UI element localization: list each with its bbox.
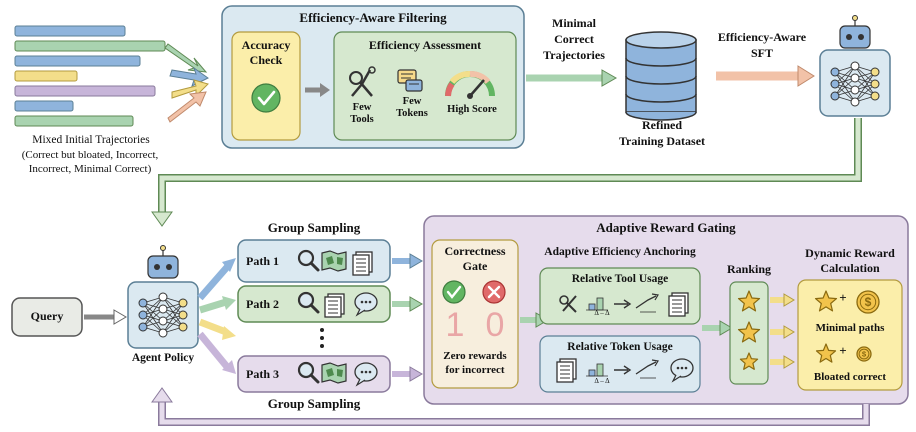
right-arrow-icon bbox=[614, 365, 632, 375]
map-icon bbox=[321, 362, 347, 384]
check-icon-2 bbox=[442, 280, 466, 304]
document-icon bbox=[556, 358, 577, 383]
cross-icon bbox=[482, 280, 506, 304]
right-arrow-icon bbox=[614, 299, 632, 309]
star-icon bbox=[814, 290, 838, 312]
path-2-box bbox=[237, 285, 391, 323]
correctness-line-1: Correctness bbox=[444, 244, 506, 258]
chat-icon bbox=[354, 292, 378, 317]
group-sampling-bottom: Group Sampling bbox=[267, 396, 361, 411]
relative-token-label: Relative Token Usage bbox=[567, 341, 673, 353]
ranking-label: Ranking bbox=[726, 262, 772, 276]
minimal-line-1: Minimal bbox=[552, 16, 596, 30]
trajectory-bars bbox=[14, 25, 166, 127]
star-icon bbox=[739, 352, 759, 370]
gauge-icon bbox=[445, 71, 495, 99]
svg-text:$: $ bbox=[862, 350, 867, 359]
relative-token-usage-box bbox=[539, 335, 701, 393]
coin-icon: $ bbox=[856, 290, 880, 314]
zero-rewards-1: Zero rewards bbox=[443, 350, 507, 362]
path-3-label: Path 3 bbox=[246, 367, 279, 381]
star-icon bbox=[815, 343, 837, 363]
few-tokens-2: Tokens bbox=[396, 108, 428, 119]
check-icon bbox=[251, 83, 281, 113]
bar-chart-icon bbox=[586, 363, 608, 377]
path-3-box bbox=[237, 355, 391, 393]
query-box bbox=[11, 297, 83, 337]
trend-icon bbox=[635, 293, 659, 313]
mixed-title: Mixed Initial Trajectories bbox=[32, 134, 150, 146]
dynamic-line-2: Calculation bbox=[820, 261, 880, 275]
filtering-title: Efficiency-Aware Filtering bbox=[299, 10, 447, 25]
agent-policy-label: Agent Policy bbox=[131, 352, 195, 364]
path-fan-arrows bbox=[197, 258, 236, 374]
refined-line-1: Refined bbox=[642, 118, 682, 132]
refined-line-2: Training Dataset bbox=[618, 134, 706, 148]
mixed-sub-1: (Correct but bloated, Incorrect, bbox=[21, 149, 159, 161]
query-label: Query bbox=[30, 309, 64, 323]
document-icon bbox=[352, 251, 373, 276]
star-icon bbox=[737, 290, 761, 312]
trend-icon bbox=[635, 359, 659, 379]
plus-1: + bbox=[839, 290, 847, 305]
minimal-line-3: Trajectories bbox=[543, 48, 605, 62]
chat-icon bbox=[670, 358, 694, 383]
tools-icon bbox=[559, 295, 577, 313]
path-2-label: Path 2 bbox=[246, 297, 279, 311]
tools-icon bbox=[349, 66, 376, 97]
group-sampling-top: Group Sampling bbox=[267, 220, 361, 235]
svg-text:$: $ bbox=[865, 295, 872, 309]
zero-rewards-2: for incorrect bbox=[445, 364, 505, 376]
sft-line-2: SFT bbox=[750, 46, 773, 60]
path-1-box bbox=[237, 239, 391, 283]
sft-line-1: Efficiency-Aware bbox=[717, 30, 807, 44]
efficiency-assessment-box bbox=[333, 31, 517, 141]
reward-zero: 0 bbox=[485, 306, 505, 344]
reward-one: 1 bbox=[445, 306, 465, 344]
agent-robot-icon bbox=[127, 245, 199, 349]
magnifier-icon bbox=[297, 361, 320, 384]
magnifier-icon bbox=[297, 291, 320, 314]
star-icon bbox=[737, 321, 761, 343]
relative-tool-usage-box bbox=[539, 267, 701, 325]
database-icon bbox=[625, 31, 697, 121]
bar-chart-icon bbox=[586, 297, 608, 311]
plus-2: + bbox=[839, 343, 847, 358]
neural-network-icon bbox=[830, 61, 880, 107]
coin-icon: $ bbox=[856, 346, 872, 362]
neural-network-icon-2 bbox=[138, 292, 188, 338]
correctness-line-2: Gate bbox=[462, 259, 488, 273]
mixed-sub-2: Incorrect, Minimal Correct) bbox=[28, 163, 152, 175]
assessment-title: Efficiency Assessment bbox=[368, 38, 482, 52]
document-icon bbox=[324, 293, 345, 318]
accuracy-line-2: Check bbox=[249, 53, 283, 67]
correctness-gate-box bbox=[431, 239, 519, 389]
high-score: High Score bbox=[447, 104, 497, 115]
accuracy-line-1: Accuracy bbox=[241, 38, 291, 52]
document-icon bbox=[668, 292, 689, 317]
chat-icon bbox=[397, 69, 423, 92]
map-icon bbox=[321, 250, 347, 272]
fan-arrows bbox=[164, 43, 209, 123]
delta-token: Δ – Δ bbox=[594, 377, 610, 385]
dynamic-line-1: Dynamic Reward bbox=[805, 246, 895, 260]
magnifier-icon bbox=[297, 249, 320, 272]
relative-tool-label: Relative Tool Usage bbox=[571, 273, 669, 285]
path-1-label: Path 1 bbox=[246, 254, 279, 268]
minimal-line-2: Correct bbox=[554, 32, 594, 46]
few-tools-1: Few bbox=[352, 102, 372, 113]
anchoring-title: Adaptive Efficiency Anchoring bbox=[544, 246, 696, 258]
bloated-correct-label: Bloated correct bbox=[813, 371, 887, 383]
minimal-paths-label: Minimal paths bbox=[815, 322, 885, 334]
few-tokens-1: Few bbox=[402, 96, 422, 107]
ranking-arrows bbox=[770, 293, 795, 369]
reward-gating-title: Adaptive Reward Gating bbox=[596, 220, 736, 235]
chat-icon bbox=[354, 362, 378, 387]
delta-tool: Δ – Δ bbox=[594, 309, 610, 317]
few-tools-2: Tools bbox=[350, 114, 374, 125]
